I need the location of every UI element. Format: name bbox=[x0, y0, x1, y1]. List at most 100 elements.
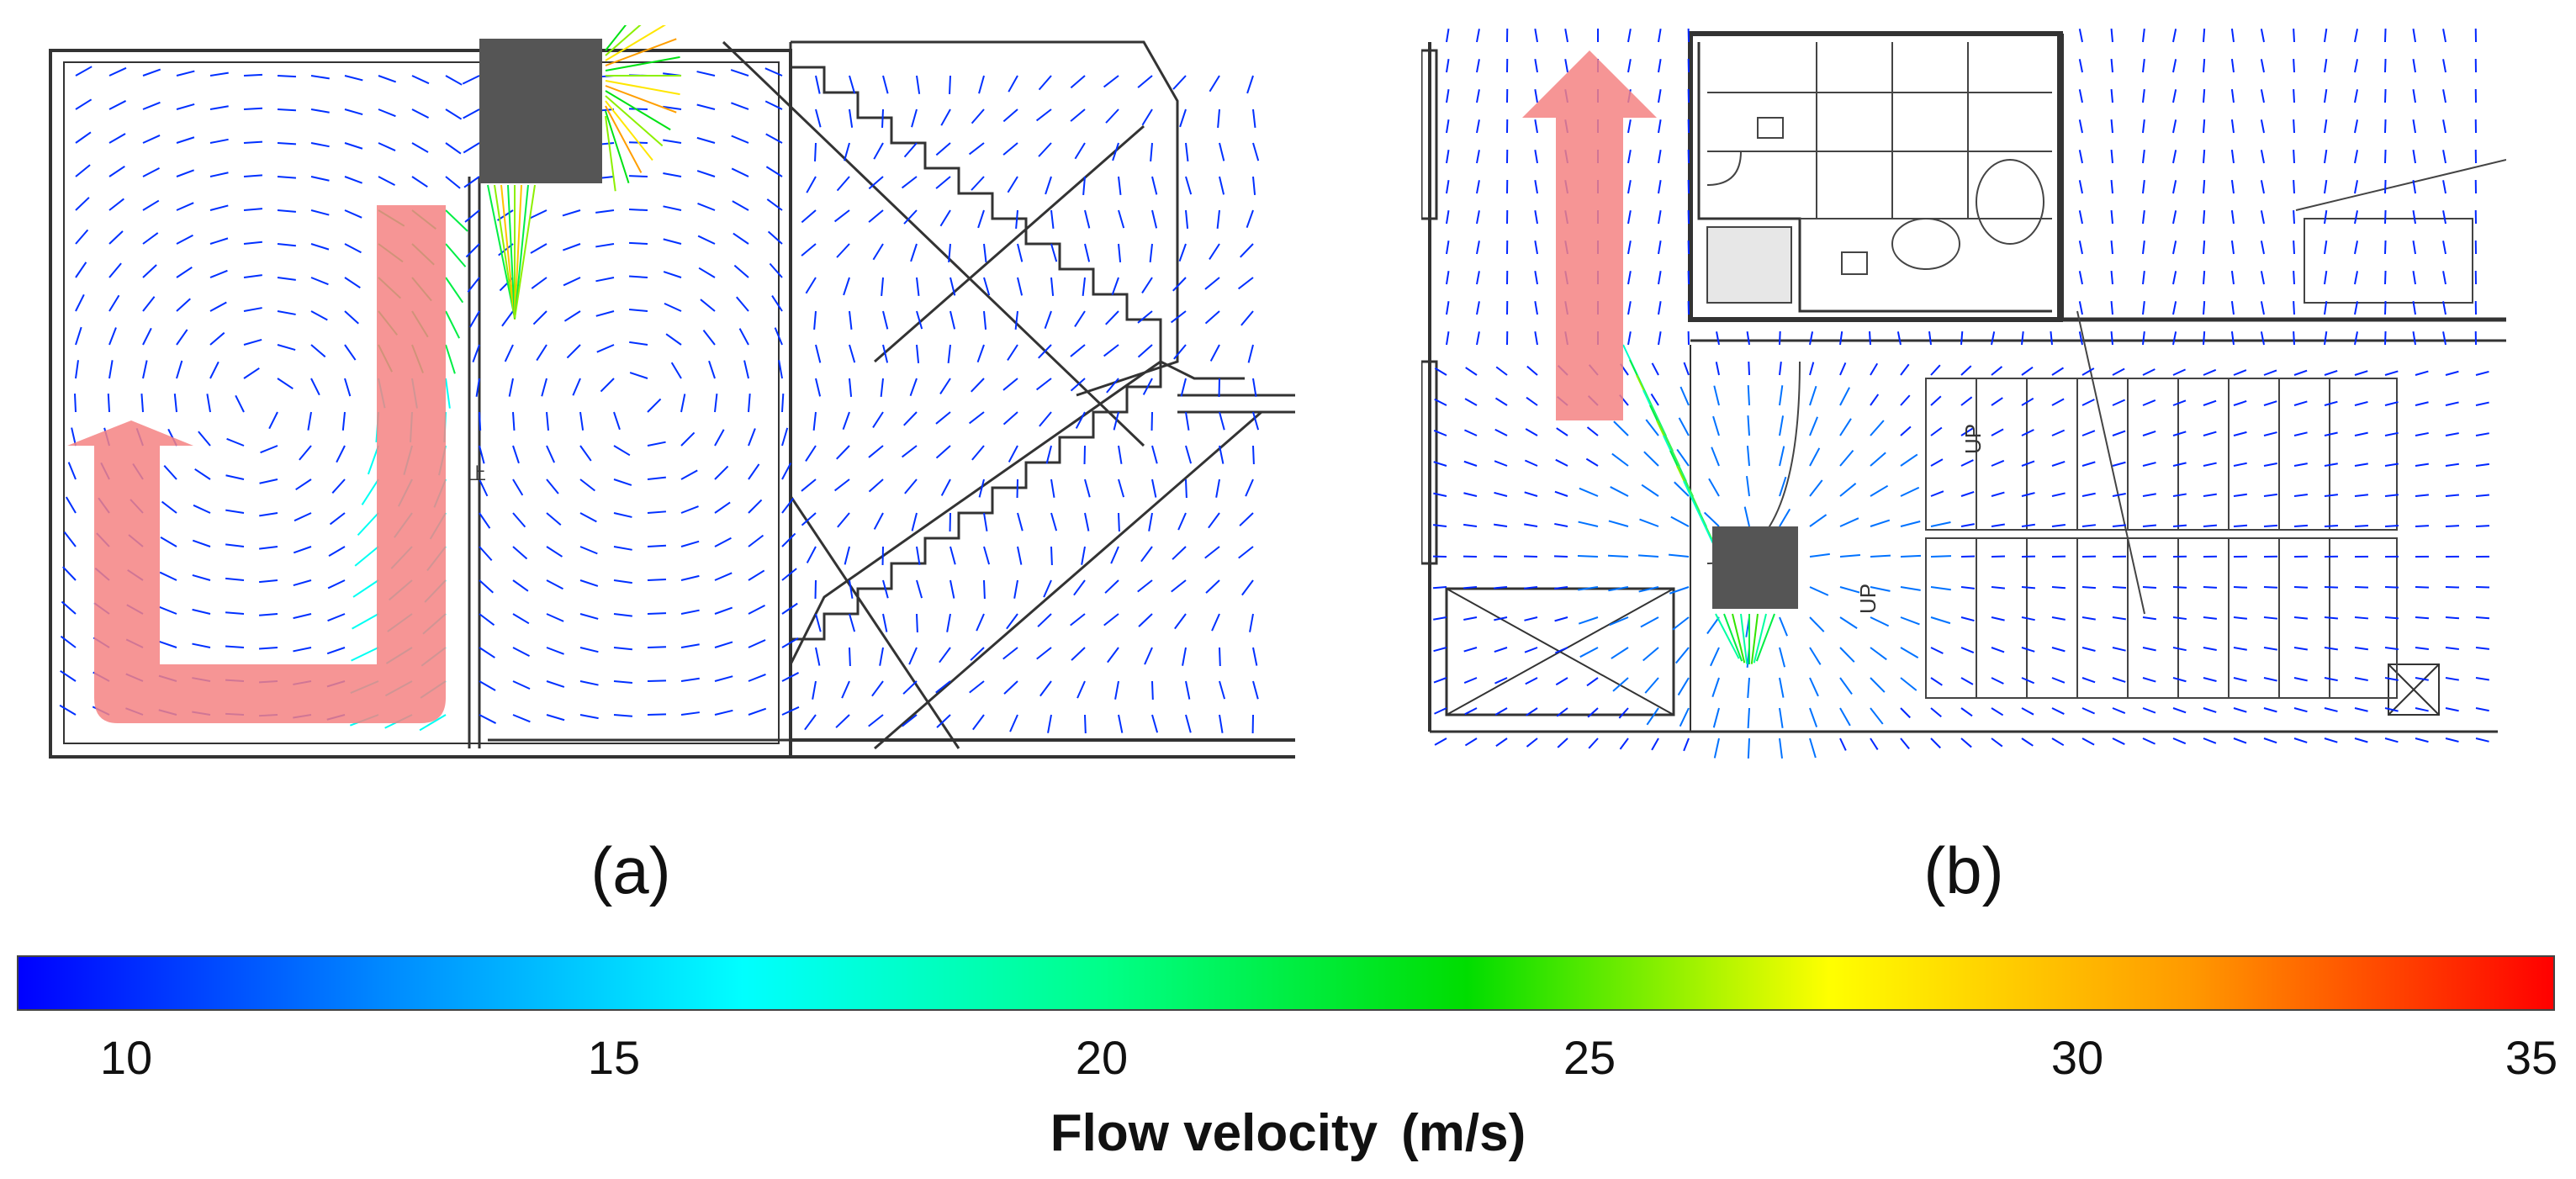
velocity-vector bbox=[173, 394, 177, 413]
velocity-vector bbox=[243, 274, 262, 278]
velocity-vector bbox=[1118, 243, 1122, 262]
velocity-vector bbox=[1839, 554, 1861, 558]
velocity-vector bbox=[2142, 524, 2157, 527]
velocity-vector bbox=[2110, 119, 2113, 134]
velocity-vector bbox=[1900, 363, 1910, 376]
velocity-vector bbox=[243, 241, 262, 245]
velocity-vector bbox=[1870, 484, 1889, 497]
velocity-vector bbox=[663, 105, 682, 110]
velocity-vector bbox=[2230, 241, 2235, 255]
velocity-vector bbox=[2260, 59, 2265, 73]
velocity-vector bbox=[2442, 180, 2446, 194]
velocity-vector bbox=[209, 269, 228, 278]
velocity-vector bbox=[2293, 463, 2308, 467]
velocity-vector bbox=[771, 294, 783, 312]
velocity-vector bbox=[2078, 241, 2083, 255]
velocity-vector bbox=[647, 578, 667, 581]
velocity-vector bbox=[903, 411, 918, 426]
velocity-vector bbox=[1578, 586, 1599, 591]
velocity-vector bbox=[2324, 494, 2339, 497]
velocity-vector bbox=[605, 80, 680, 96]
velocity-vector bbox=[2260, 241, 2265, 255]
velocity-vector bbox=[1723, 613, 1743, 662]
velocity-vector bbox=[2051, 677, 2066, 684]
velocity-vector bbox=[1204, 546, 1220, 559]
velocity-vector bbox=[2442, 331, 2446, 346]
velocity-vector bbox=[1047, 714, 1052, 733]
velocity-vector bbox=[2324, 707, 2338, 712]
velocity-vector bbox=[546, 613, 564, 622]
velocity-vector bbox=[1074, 310, 1086, 328]
velocity-vector bbox=[2172, 119, 2177, 134]
velocity-vector bbox=[74, 393, 77, 413]
velocity-vector bbox=[2415, 647, 2429, 651]
velocity-vector bbox=[108, 360, 114, 379]
velocity-vector bbox=[176, 266, 193, 278]
velocity-vector bbox=[1809, 447, 1821, 467]
velocity-vector bbox=[647, 441, 666, 447]
velocity-vector bbox=[837, 512, 850, 528]
velocity-vector bbox=[595, 243, 615, 248]
velocity-vector bbox=[680, 431, 696, 447]
velocity-vector bbox=[2293, 616, 2309, 620]
velocity-vector bbox=[2354, 494, 2369, 497]
velocity-vector bbox=[2293, 494, 2309, 497]
velocity-vector bbox=[1577, 554, 1599, 558]
velocity-vector bbox=[1526, 707, 1538, 716]
velocity-vector bbox=[1050, 277, 1055, 296]
velocity-vector bbox=[849, 579, 854, 599]
velocity-vector bbox=[1238, 546, 1254, 559]
velocity-vector bbox=[849, 108, 854, 128]
velocity-vector bbox=[1675, 647, 1690, 664]
velocity-vector bbox=[546, 546, 563, 558]
panel-a-up-marker: 上 bbox=[469, 464, 486, 484]
velocity-vector bbox=[67, 462, 77, 480]
velocity-vector bbox=[411, 142, 429, 153]
velocity-vector bbox=[2324, 29, 2328, 43]
velocity-vector bbox=[1900, 677, 1917, 691]
velocity-vector bbox=[2142, 493, 2156, 497]
velocity-vector bbox=[2412, 331, 2416, 346]
velocity-vector bbox=[605, 105, 643, 173]
velocity-vector bbox=[1839, 483, 1857, 497]
velocity-vector bbox=[75, 229, 89, 245]
velocity-vector bbox=[2412, 59, 2416, 73]
velocity-vector bbox=[1039, 411, 1052, 427]
velocity-vector bbox=[801, 478, 817, 492]
velocity-vector bbox=[1710, 647, 1720, 667]
velocity-vector bbox=[1104, 579, 1119, 594]
velocity-vector bbox=[1658, 210, 1662, 225]
velocity-vector bbox=[176, 136, 195, 144]
velocity-vector bbox=[1627, 59, 1632, 73]
velocity-vector bbox=[1703, 511, 1720, 527]
velocity-vector bbox=[198, 431, 211, 447]
velocity-vector bbox=[1524, 616, 1538, 621]
velocity-vector bbox=[1930, 458, 1944, 467]
velocity-vector bbox=[647, 398, 662, 413]
velocity-vector bbox=[1446, 89, 1450, 103]
velocity-vector bbox=[1216, 209, 1220, 229]
velocity-vector bbox=[479, 613, 495, 627]
velocity-vector bbox=[2203, 738, 2217, 744]
velocity-vector bbox=[976, 613, 985, 632]
velocity-vector bbox=[833, 478, 850, 492]
velocity-vector bbox=[841, 680, 850, 699]
velocity-vector bbox=[1070, 344, 1086, 357]
velocity-vector bbox=[1103, 344, 1119, 357]
velocity-vector bbox=[108, 294, 120, 312]
velocity-vector bbox=[2203, 119, 2206, 134]
velocity-vector bbox=[2384, 707, 2399, 712]
velocity-vector bbox=[680, 643, 700, 648]
velocity-vector bbox=[2233, 707, 2247, 713]
velocity-colorbar bbox=[17, 955, 2555, 1011]
velocity-vector bbox=[310, 176, 330, 182]
velocity-vector bbox=[1960, 647, 1975, 654]
velocity-vector bbox=[1930, 490, 1944, 497]
velocity-vector bbox=[2021, 738, 2034, 747]
velocity-vector bbox=[2172, 707, 2187, 714]
velocity-vector bbox=[1554, 616, 1568, 622]
velocity-vector bbox=[277, 176, 297, 179]
velocity-vector bbox=[2051, 647, 2066, 653]
colorbar-tick-30: 30 bbox=[2050, 1031, 2104, 1084]
velocity-vector bbox=[916, 310, 923, 330]
